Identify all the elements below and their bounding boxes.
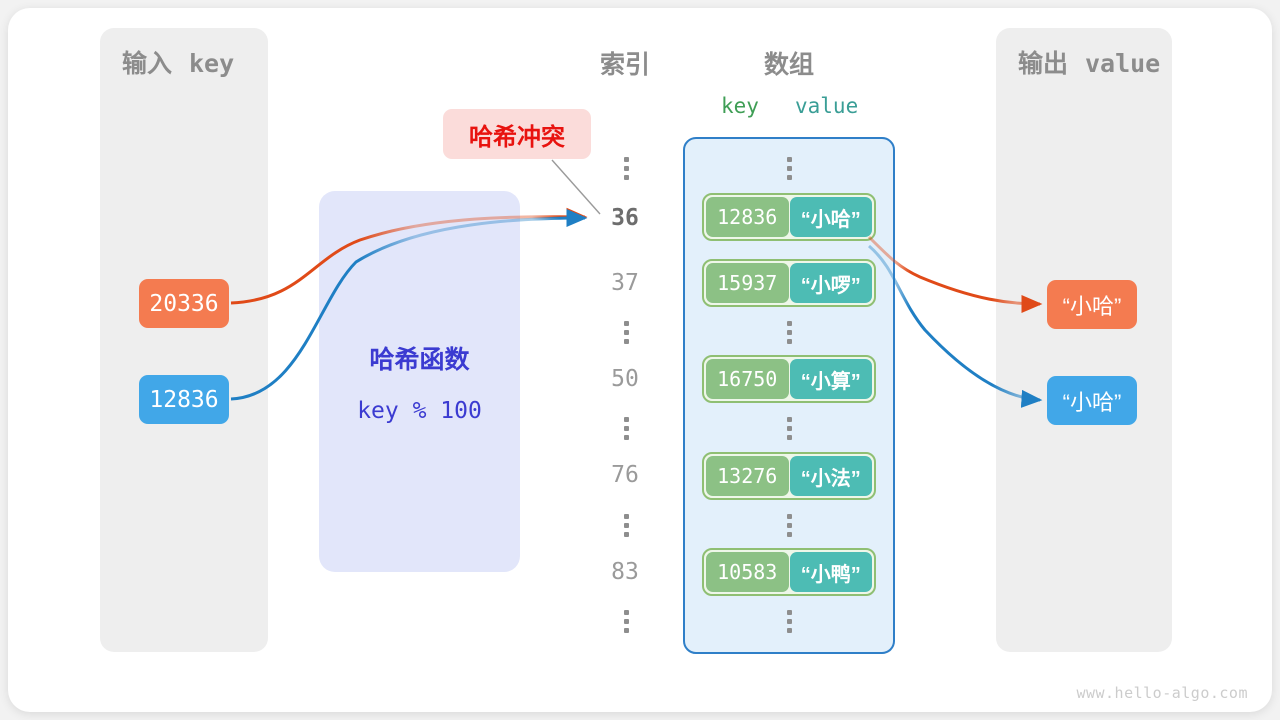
bucket-key-15937: 15937 bbox=[706, 263, 789, 303]
output-panel-title-cjk: 输出 bbox=[1018, 50, 1069, 78]
input-key-20336[interactable]: 20336 bbox=[139, 279, 229, 328]
array-ellipsis-1 bbox=[779, 321, 799, 344]
bucket-value-xiaofa: “小法” bbox=[789, 456, 872, 496]
bucket-key-12836: 12836 bbox=[706, 197, 789, 237]
output-panel bbox=[996, 28, 1172, 652]
array-ellipsis-4 bbox=[779, 610, 799, 633]
input-panel-title-mono: key bbox=[188, 49, 235, 78]
index-ellipsis-4 bbox=[616, 610, 636, 633]
bucket-row-83[interactable]: 10583 “小鸭” bbox=[702, 548, 876, 596]
index-label-36: 36 bbox=[611, 205, 639, 231]
bucket-row-50[interactable]: 16750 “小算” bbox=[702, 355, 876, 403]
input-panel bbox=[100, 28, 268, 652]
output-value-blue[interactable]: “小哈” bbox=[1047, 376, 1137, 425]
hash-function-expression: key % 100 bbox=[357, 397, 482, 424]
output-panel-title-mono: value bbox=[1084, 49, 1161, 78]
index-column-heading: 索引 bbox=[599, 51, 650, 79]
bucket-row-36[interactable]: 12836 “小哈” bbox=[702, 193, 876, 241]
hash-collision-label: 哈希冲突 bbox=[443, 109, 591, 159]
index-label-76: 76 bbox=[611, 462, 639, 488]
array-ellipsis-2 bbox=[779, 417, 799, 440]
array-column-heading: 数组 bbox=[763, 51, 814, 79]
index-ellipsis-2 bbox=[616, 417, 636, 440]
index-ellipsis-0 bbox=[616, 157, 636, 180]
array-ellipsis-0 bbox=[779, 157, 799, 180]
input-panel-title-cjk: 输入 bbox=[122, 50, 173, 78]
bucket-key-16750: 16750 bbox=[706, 359, 789, 399]
bucket-key-10583: 10583 bbox=[706, 552, 789, 592]
bucket-row-37[interactable]: 15937 “小啰” bbox=[702, 259, 876, 307]
output-panel-title: 输出 value bbox=[1018, 44, 1160, 80]
hash-function-box: 哈希函数 key % 100 bbox=[319, 191, 520, 572]
hash-function-title: 哈希函数 bbox=[369, 345, 470, 374]
index-label-83: 83 bbox=[611, 559, 639, 585]
index-ellipsis-3 bbox=[616, 514, 636, 537]
input-key-12836[interactable]: 12836 bbox=[139, 375, 229, 424]
watermark: www.hello-algo.com bbox=[1076, 684, 1248, 702]
index-label-50: 50 bbox=[611, 366, 639, 392]
bucket-key-13276: 13276 bbox=[706, 456, 789, 496]
output-value-orange[interactable]: “小哈” bbox=[1047, 280, 1137, 329]
bucket-row-76[interactable]: 13276 “小法” bbox=[702, 452, 876, 500]
bucket-value-heading: value bbox=[795, 94, 859, 118]
index-label-37: 37 bbox=[611, 270, 639, 296]
bucket-value-xiaosuan: “小算” bbox=[789, 359, 872, 399]
array-ellipsis-3 bbox=[779, 514, 799, 537]
bucket-value-xiaoluo: “小啰” bbox=[789, 263, 872, 303]
input-panel-title: 输入 key bbox=[122, 44, 234, 80]
bucket-value-xiaoya: “小鸭” bbox=[789, 552, 872, 592]
bucket-value-xiaoha: “小哈” bbox=[789, 197, 872, 237]
bucket-key-heading: key bbox=[721, 94, 759, 118]
index-ellipsis-1 bbox=[616, 321, 636, 344]
